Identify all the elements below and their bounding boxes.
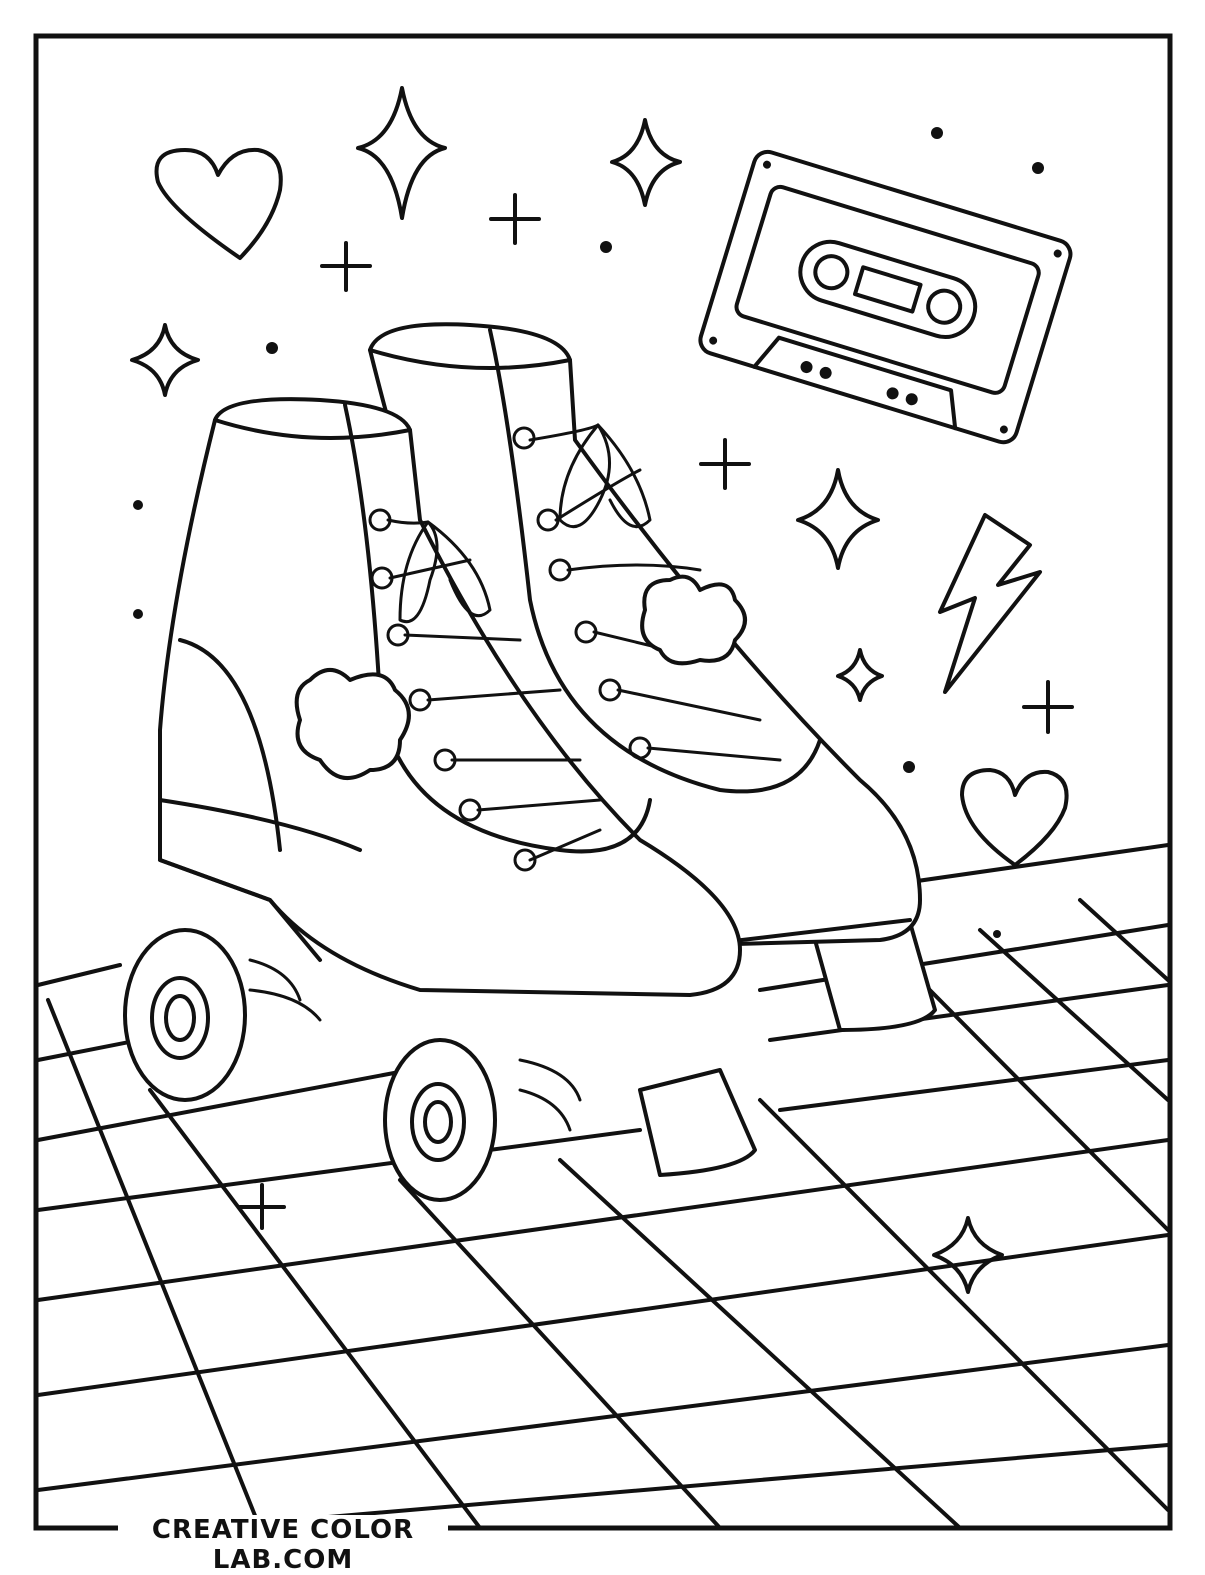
sparkle-icon (932, 1216, 1004, 1294)
plus-icon (489, 193, 541, 245)
sparkle-icon (836, 648, 884, 702)
cassette-tape (698, 149, 1073, 445)
plus-icon (1022, 680, 1074, 734)
heart-icon (154, 147, 283, 260)
lightning-bolt-icon (938, 513, 1042, 694)
wheel-front-left (383, 1038, 497, 1202)
plus-icon (320, 241, 372, 292)
heart-icon (960, 768, 1069, 867)
sparkle-icon (130, 323, 200, 397)
site-watermark: CREATIVE COLOR LAB.COM (118, 1515, 448, 1575)
decorative-dots (133, 127, 1044, 938)
sparkle-icon (796, 468, 880, 570)
sparkle-icon (356, 86, 447, 220)
pom-pom-right (640, 574, 747, 666)
pom-pom-left (294, 668, 411, 780)
plus-icons (238, 193, 1074, 1230)
sparkle-icon (610, 118, 682, 207)
sparkle-icons (130, 86, 1004, 1294)
roller-skate-left (123, 397, 757, 1202)
plus-icon (699, 438, 751, 490)
plus-icon (238, 1183, 286, 1230)
wheel-back-left (123, 928, 247, 1102)
checkered-floor (36, 843, 1170, 1530)
